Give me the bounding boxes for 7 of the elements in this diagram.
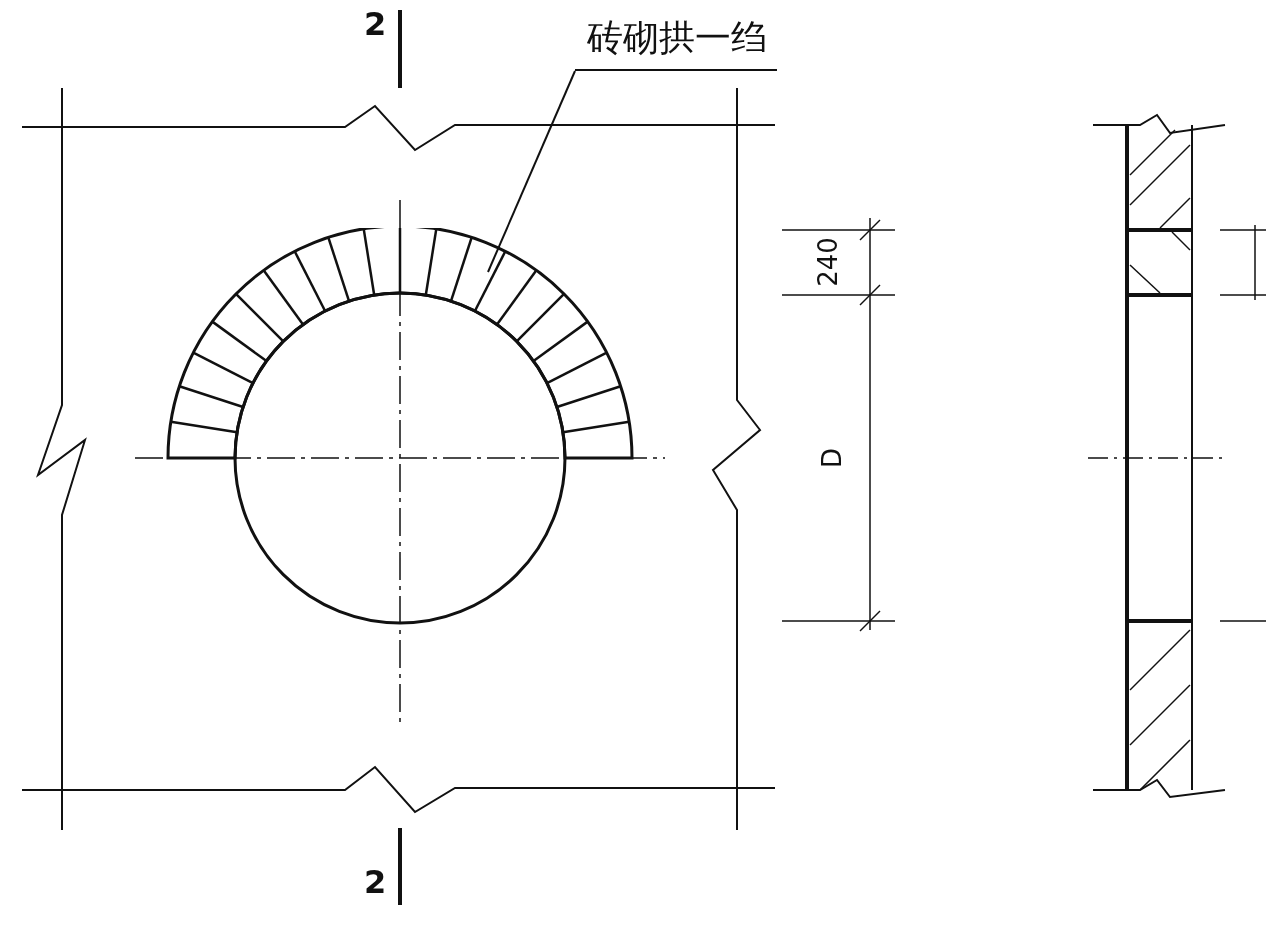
section-number: 2 [364, 8, 387, 40]
callout-text: 砖砌拱一绉 [587, 16, 767, 60]
leader-line [487, 70, 576, 273]
brick-arch-drawing [166, 228, 634, 460]
section-number: 2 [364, 866, 387, 898]
dimension-text: 240 [815, 237, 841, 287]
dimension-text: D [819, 448, 845, 468]
